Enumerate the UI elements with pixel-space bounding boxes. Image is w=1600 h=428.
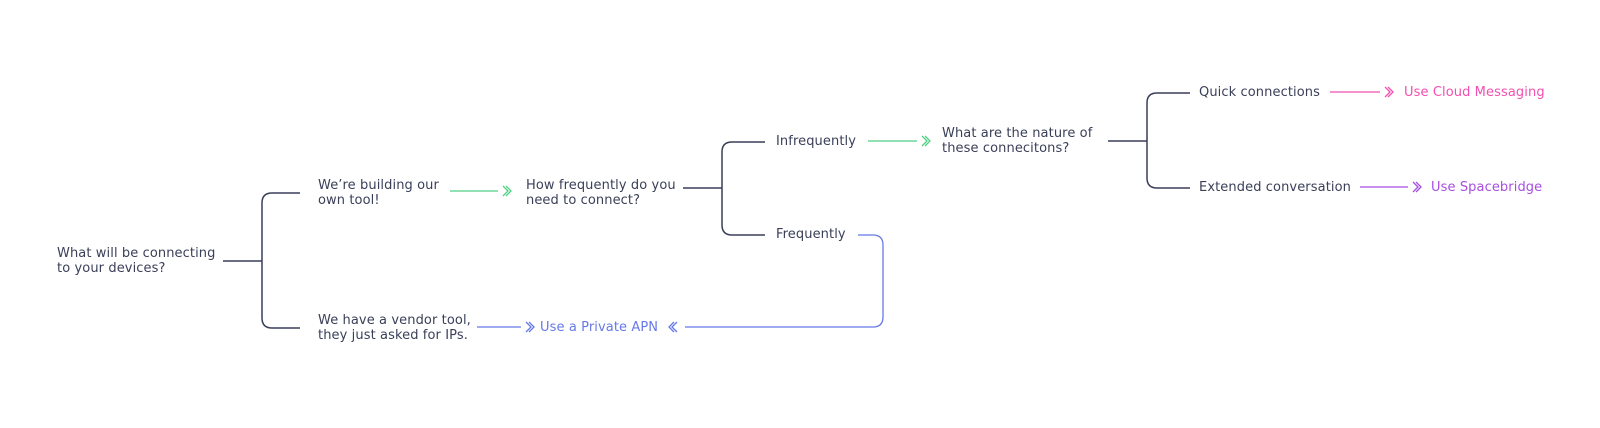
nature-bracket xyxy=(1108,92,1190,189)
own-tool-arrow xyxy=(450,185,512,197)
option-quick-connections: Quick connections xyxy=(1199,85,1320,100)
option-extended-conversation: Extended conversation xyxy=(1199,180,1351,195)
frequently-arrow xyxy=(668,234,884,333)
outcome-cloud-messaging: Use Cloud Messaging xyxy=(1404,85,1545,100)
outcome-private-apn: Use a Private APN xyxy=(540,320,659,335)
question-nature: What are the nature of these connecitons… xyxy=(942,126,1093,156)
option-infrequently: Infrequently xyxy=(776,134,857,149)
frequency-bracket xyxy=(683,141,765,236)
cloud-messaging-arrow xyxy=(1330,86,1394,98)
option-frequently: Frequently xyxy=(776,227,846,242)
vendor-tool-arrow xyxy=(477,321,535,333)
question-how-frequently: How frequently do you need to connect? xyxy=(526,178,676,208)
infrequently-arrow xyxy=(868,135,931,147)
root-bracket xyxy=(223,192,300,329)
outcome-spacebridge: Use Spacebridge xyxy=(1431,180,1543,195)
spacebridge-arrow xyxy=(1360,181,1422,193)
root-question: What will be connecting to your devices? xyxy=(57,246,216,276)
option-vendor-tool: We have a vendor tool, they just asked f… xyxy=(318,313,471,343)
option-own-tool: We’re building our own tool! xyxy=(318,178,439,208)
